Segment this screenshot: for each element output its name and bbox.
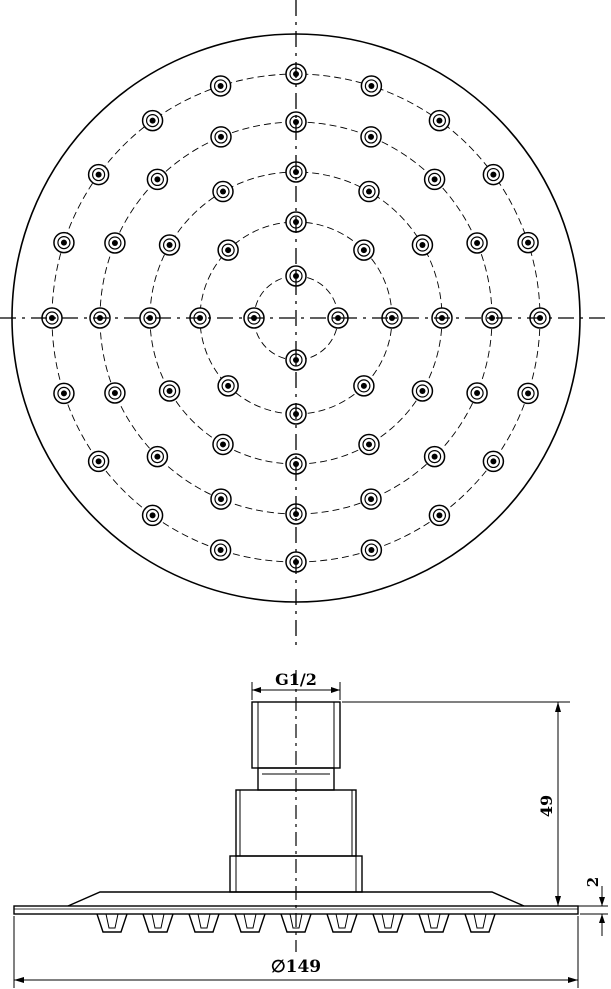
nozzle [360,75,383,97]
nozzle [210,488,232,510]
nozzle [517,382,539,405]
nozzle [104,232,126,254]
side-nozzle [234,913,266,933]
side-nozzle-bore [381,913,395,929]
side-nozzle-bore [335,913,349,929]
nozzle [360,539,383,561]
side-nozzle [326,913,358,933]
nozzle [353,375,375,397]
nozzle [411,380,434,402]
face-nozzles [41,63,551,573]
nozzle [285,503,307,525]
side-nozzle [188,913,220,933]
nozzle [146,168,169,191]
side-view [13,670,579,952]
nozzle [428,504,451,527]
nozzle [141,504,164,527]
nozzle [87,450,110,473]
side-nozzle [418,913,450,933]
nozzle [360,126,382,148]
nozzle [517,231,539,254]
nozzle [353,239,375,261]
nozzle [87,163,110,186]
nozzle [158,234,181,256]
nozzle [141,109,164,132]
nozzle [358,180,380,203]
nozzle [360,488,382,510]
nozzle [53,231,75,254]
face-view [0,0,611,645]
nozzle [209,75,232,97]
nozzle [146,445,169,468]
side-nozzle-bore [473,913,487,929]
connection-size-label: G1/2 [275,670,317,689]
nozzle [212,433,234,456]
height-label: 49 [537,795,556,817]
side-nozzle-bore [427,913,441,929]
nozzle [423,168,446,191]
nozzle [411,234,434,256]
nozzle [482,163,505,186]
nozzle [217,239,239,261]
thickness-label: 2 [584,877,602,887]
nozzle [210,126,232,148]
dimensions: G1/2 49 2 ∅149 [13,670,608,988]
side-nozzle-bore [289,913,303,929]
side-nozzle-bore [105,913,119,929]
nozzle [466,382,488,404]
nozzle [53,382,75,405]
nozzle [358,433,380,456]
nozzle [428,109,451,132]
side-nozzles [96,913,496,933]
nozzle [212,180,234,203]
nozzle [466,232,488,254]
nozzle [209,539,232,561]
nozzle [158,380,181,402]
side-nozzle [96,913,128,933]
side-nozzle [372,913,404,933]
side-nozzle [142,913,174,933]
side-nozzle-bore [151,913,165,929]
side-nozzle [464,913,496,933]
diameter-label: ∅149 [271,957,321,977]
side-nozzle-bore [243,913,257,929]
side-nozzle-bore [197,913,211,929]
nozzle [104,382,126,404]
nozzle [423,445,446,468]
nozzle [217,375,239,397]
nozzle [482,450,505,473]
